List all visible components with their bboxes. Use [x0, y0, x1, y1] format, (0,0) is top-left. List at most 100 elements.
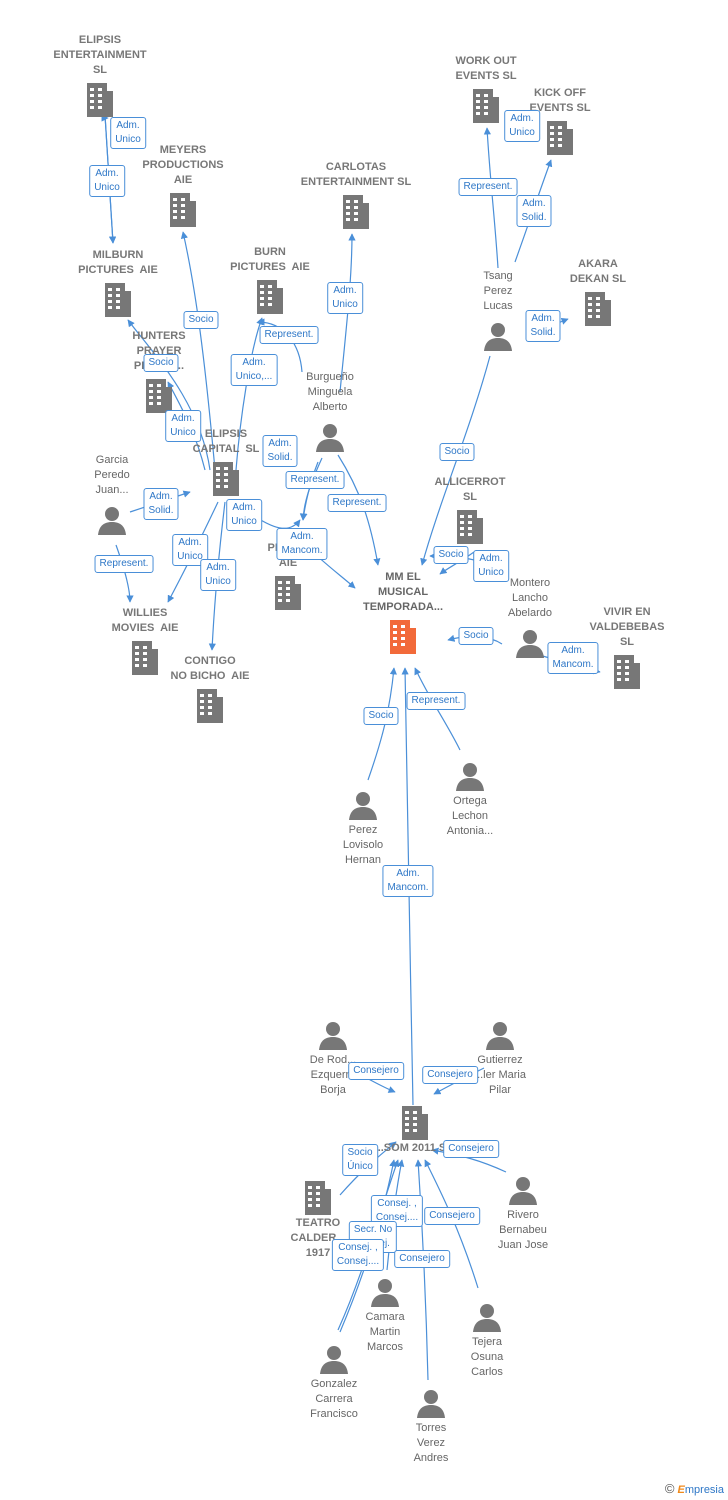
edge-label[interactable]: Socio Único: [342, 1144, 378, 1176]
company-icon[interactable]: [196, 689, 224, 728]
company-icon[interactable]: [472, 89, 500, 128]
edge-label[interactable]: Adm. Mancom.: [382, 865, 434, 897]
person-icon[interactable]: [319, 1344, 349, 1379]
edge-label[interactable]: Socio: [183, 311, 219, 329]
node-label-perez-lov[interactable]: Perez Lovisolo Hernan: [342, 824, 384, 866]
node-label-carlotas[interactable]: CARLOTAS ENTERTAINMENT SL: [300, 161, 412, 188]
edge-label[interactable]: Consejero: [422, 1066, 478, 1084]
company-icon[interactable]: [86, 83, 114, 122]
edge-label[interactable]: Socio: [143, 354, 179, 372]
node-label-burn[interactable]: BURN PICTURES AIE: [230, 246, 310, 273]
edge-label[interactable]: Adm. Unico: [89, 165, 125, 197]
node-label-akara[interactable]: AKARA DEKAN SL: [569, 258, 627, 285]
edge-label[interactable]: Adm. Mancom.: [276, 528, 328, 560]
person-icon[interactable]: [515, 628, 545, 663]
node-label-teatro[interactable]: TEATRO CALDER... 1917: [290, 1217, 346, 1259]
edge-label[interactable]: Socio: [363, 707, 399, 725]
edge-label[interactable]: Represent.: [406, 692, 466, 710]
company-icon[interactable]: [212, 462, 240, 501]
company-icon[interactable]: [456, 510, 484, 549]
edge-label[interactable]: Adm. Unico: [327, 282, 363, 314]
company-icon[interactable]: [613, 655, 641, 694]
edge-label[interactable]: Adm. Unico: [226, 499, 262, 531]
edge-label[interactable]: Adm. Solid.: [262, 435, 298, 467]
person-icon[interactable]: [318, 1020, 348, 1055]
node-label-vivir[interactable]: VIVIR EN VALDEBEBAS SL: [589, 606, 665, 648]
node-label-camara[interactable]: Camara Martin Marcos: [365, 1311, 405, 1353]
company-icon[interactable]: [342, 195, 370, 234]
company-icon[interactable]: [145, 379, 173, 418]
company-icon[interactable]: [169, 193, 197, 232]
node-label-elipsis-cap[interactable]: ELIPSIS CAPITAL SL: [192, 428, 260, 455]
edge-label[interactable]: Represent.: [458, 178, 518, 196]
company-icon[interactable]: [389, 620, 417, 659]
edge-label[interactable]: Consej. , Consej....: [331, 1239, 385, 1271]
node-label-gutierrez[interactable]: Gutierrez ...ler Maria Pilar: [474, 1054, 526, 1096]
node-label-contigo[interactable]: CONTIGO NO BICHO AIE: [170, 655, 250, 682]
brand-watermark[interactable]: © Empresia: [665, 1481, 724, 1496]
node-label-rivero[interactable]: Rivero Bernabeu Juan Jose: [497, 1209, 549, 1251]
company-icon[interactable]: [401, 1106, 429, 1145]
copyright-symbol: ©: [664, 1481, 675, 1496]
company-icon[interactable]: [546, 121, 574, 160]
node-label-derod[interactable]: De Rod... Ezquerra Borja: [309, 1054, 357, 1096]
person-icon[interactable]: [485, 1020, 515, 1055]
node-label-ortega[interactable]: Ortega Lechon Antonia...: [446, 795, 494, 837]
node-label-burgueno[interactable]: Burgueño Minguela Alberto: [306, 371, 354, 413]
edge-label[interactable]: Adm. Unico: [165, 410, 201, 442]
edge-label[interactable]: Adm. Unico: [473, 550, 509, 582]
edge-label[interactable]: Consejero: [424, 1207, 480, 1225]
company-icon[interactable]: [256, 280, 284, 319]
edge-label[interactable]: Represent.: [94, 555, 154, 573]
node-label-meyers[interactable]: MEYERS PRODUCTIONS AIE: [142, 144, 224, 186]
edge-label[interactable]: Adm. Unico: [110, 117, 146, 149]
edge-label[interactable]: Adm. Solid.: [143, 488, 179, 520]
edge-label[interactable]: Represent.: [285, 471, 345, 489]
edge-label[interactable]: Socio: [458, 627, 494, 645]
company-icon[interactable]: [584, 292, 612, 331]
edge-label[interactable]: Consejero: [394, 1250, 450, 1268]
node-label-torres[interactable]: Torres Verez Andres: [413, 1422, 449, 1464]
node-label-elipsis-ent[interactable]: ELIPSIS ENTERTAINMENT SL: [53, 34, 147, 76]
company-icon[interactable]: [274, 576, 302, 615]
person-icon[interactable]: [97, 505, 127, 540]
node-label-willies[interactable]: WILLIES MOVIES AIE: [111, 607, 179, 634]
person-icon[interactable]: [472, 1302, 502, 1337]
person-icon[interactable]: [483, 321, 513, 356]
edge-label[interactable]: Consejero: [348, 1062, 404, 1080]
edge-label[interactable]: Socio: [439, 443, 475, 461]
node-label-allicerrot[interactable]: ALLICERROT SL: [434, 476, 506, 503]
edge-label[interactable]: Adm. Unico: [172, 534, 208, 566]
person-icon[interactable]: [416, 1388, 446, 1423]
edge-label[interactable]: Represent.: [259, 326, 319, 344]
person-icon[interactable]: [348, 790, 378, 825]
node-label-gonzalez[interactable]: Gonzalez Carrera Francisco: [310, 1378, 358, 1420]
node-label-workout[interactable]: WORK OUT EVENTS SL: [455, 55, 517, 82]
edge-label[interactable]: Adm. Mancom.: [547, 642, 599, 674]
edge-label[interactable]: Socio: [433, 546, 469, 564]
person-icon[interactable]: [370, 1277, 400, 1312]
edge-label[interactable]: Adm. Unico: [504, 110, 540, 142]
edge-label[interactable]: Adm. Solid.: [516, 195, 552, 227]
node-label-tsang[interactable]: Tsang Perez Lucas: [483, 270, 513, 312]
edge-line: [127, 319, 211, 471]
node-label-tejera[interactable]: Tejera Osuna Carlos: [470, 1336, 504, 1378]
edge-label[interactable]: Consejero: [443, 1140, 499, 1158]
edge-label[interactable]: Represent.: [327, 494, 387, 512]
edge-label[interactable]: Adm. Unico: [200, 559, 236, 591]
edge-line: [299, 457, 323, 521]
company-icon[interactable]: [131, 641, 159, 680]
node-label-milburn[interactable]: MILBURN PICTURES AIE: [78, 249, 158, 276]
edge-label[interactable]: Adm. Solid.: [525, 310, 561, 342]
person-icon[interactable]: [315, 422, 345, 457]
company-icon[interactable]: [104, 283, 132, 322]
company-icon[interactable]: [304, 1181, 332, 1220]
node-label-montero[interactable]: Montero Lancho Abelardo: [507, 577, 553, 619]
person-icon[interactable]: [455, 761, 485, 796]
node-label-mm[interactable]: MM EL MUSICAL TEMPORADA...: [362, 571, 444, 613]
node-label-kickoff[interactable]: KICK OFF EVENTS SL: [529, 87, 591, 114]
node-label-garcia[interactable]: Garcia Peredo Juan...: [94, 454, 130, 496]
edge-label[interactable]: Adm. Unico,...: [230, 354, 278, 386]
edge-line: [483, 127, 499, 269]
person-icon[interactable]: [508, 1175, 538, 1210]
